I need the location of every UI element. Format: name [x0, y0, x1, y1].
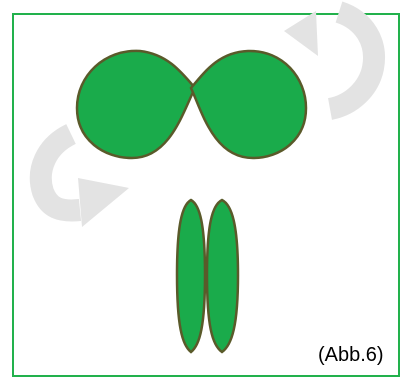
figure-caption: (Abb.6)	[318, 343, 398, 367]
left-tall-bar-shape	[177, 200, 205, 352]
figure-border	[13, 14, 399, 376]
left-teardrop-shape	[77, 51, 195, 158]
right-tall-bar-shape	[207, 200, 238, 352]
right-teardrop-shape	[191, 51, 306, 158]
